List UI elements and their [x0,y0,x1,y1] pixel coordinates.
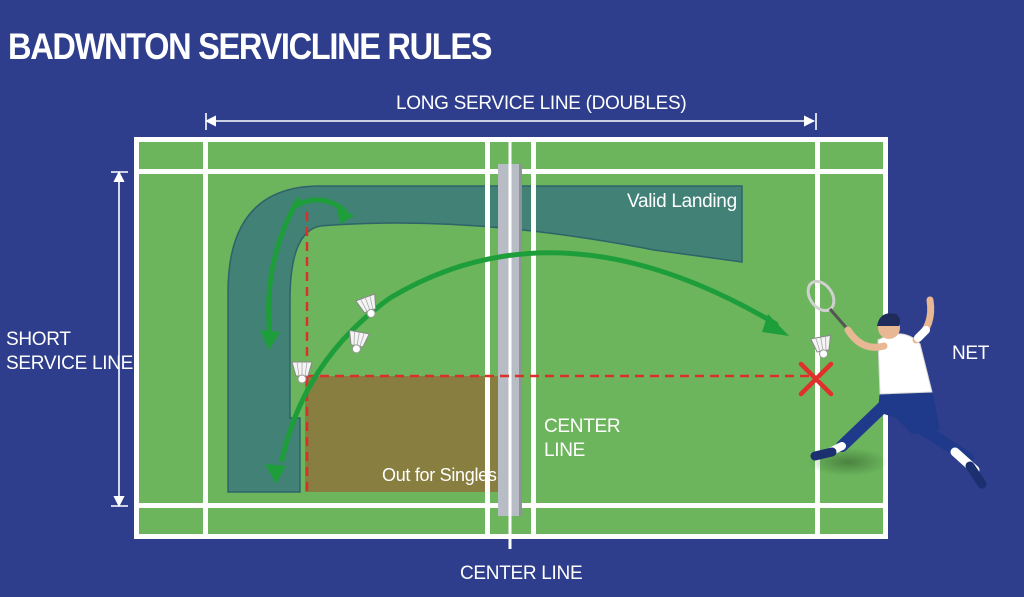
out-for-singles-label: Out for Singles [382,465,497,485]
center-line-label-mid-line2: LINE [544,440,586,461]
court-outer-left [134,137,139,539]
arrow-curve-left [266,197,301,341]
arrow-head-left [260,330,280,350]
out-for-singles-zone [305,376,501,492]
arrow-head-bottom [265,464,286,484]
service-line-left [485,137,490,539]
valid-landing-label: Valid Landing [627,191,737,212]
arrow-head-main [762,314,789,336]
net-label: NET [952,343,990,364]
short-service-line-label: SHORT SERVICE LINE [6,328,133,376]
short-service-line-label-line2: SERVICE LINE [6,353,133,374]
diagram-title: BADWNTON SERVICLINE RULES [8,26,492,67]
long-service-line-label: LONG SERVICE LINE (DOUBLES) [396,93,687,114]
short-service-line-label-line1: SHORT [6,329,71,350]
shuttlecock-icon [810,334,832,359]
center-line-label-bottom: CENTER LINE [460,563,583,584]
red-x-icon [798,361,834,397]
arrow-head-top [336,204,354,224]
service-line-right [531,137,536,539]
shuttlecock-icon [291,361,313,384]
arrow-main-serve [279,250,779,463]
center-line-label-mid-line1: CENTER [544,416,621,437]
player-figure [806,279,987,489]
shuttlecock-icon [355,293,377,318]
long-service-line-left [203,137,208,539]
shuttlecock-icon [348,329,370,354]
net-post-edge [519,164,522,516]
center-line-label-mid: CENTER LINE [544,415,621,463]
